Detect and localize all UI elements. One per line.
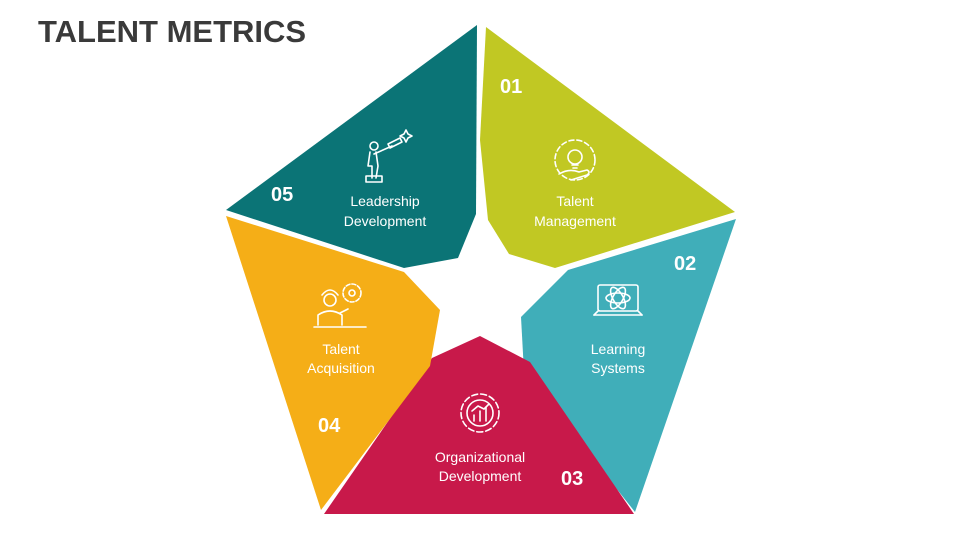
segment-01-shape bbox=[480, 27, 735, 268]
segment-05-leadership-development: 05 Leadership Development bbox=[226, 25, 477, 268]
segment-05-label-line1: Leadership bbox=[350, 193, 419, 209]
segment-01-label-line1: Talent bbox=[556, 193, 593, 209]
page-title: TALENT METRICS bbox=[38, 14, 307, 49]
segment-01-talent-management: 01 Talent Management bbox=[480, 27, 735, 268]
segment-03-label-line1: Organizational bbox=[435, 449, 525, 465]
segment-02-label-line2: Systems bbox=[591, 360, 645, 376]
segment-04-label-line1: Talent bbox=[322, 341, 359, 357]
segment-01-number: 01 bbox=[500, 76, 522, 98]
segment-03-organizational-development: 03 Organizational Development bbox=[324, 336, 634, 514]
person-telescope-icon bbox=[365, 129, 413, 183]
segment-04-number: 04 bbox=[318, 415, 341, 437]
segment-03-number: 03 bbox=[561, 468, 583, 490]
segment-02-number: 02 bbox=[674, 253, 696, 275]
segment-04-label-line2: Acquisition bbox=[307, 360, 375, 376]
segment-04-talent-acquisition: 04 Talent Acquisition bbox=[226, 216, 440, 510]
laptop-atom-icon bbox=[593, 284, 643, 316]
segment-05-number: 05 bbox=[271, 184, 293, 206]
segment-05-label-line2: Development bbox=[344, 213, 427, 229]
worker-gear-icon bbox=[313, 283, 367, 328]
segment-01-label-line2: Management bbox=[534, 213, 616, 229]
segment-02-shape bbox=[521, 219, 736, 512]
lightbulb-gear-hand-icon bbox=[554, 139, 596, 181]
segment-02-learning-systems: 02 Learning Systems bbox=[521, 219, 736, 512]
gear-bar-chart-icon bbox=[460, 393, 500, 433]
segment-03-label-line2: Development bbox=[439, 468, 522, 484]
segment-04-shape bbox=[226, 216, 440, 510]
segment-03-shape bbox=[324, 336, 634, 514]
segment-02-label-line1: Learning bbox=[591, 341, 646, 357]
segment-05-shape bbox=[226, 25, 477, 268]
